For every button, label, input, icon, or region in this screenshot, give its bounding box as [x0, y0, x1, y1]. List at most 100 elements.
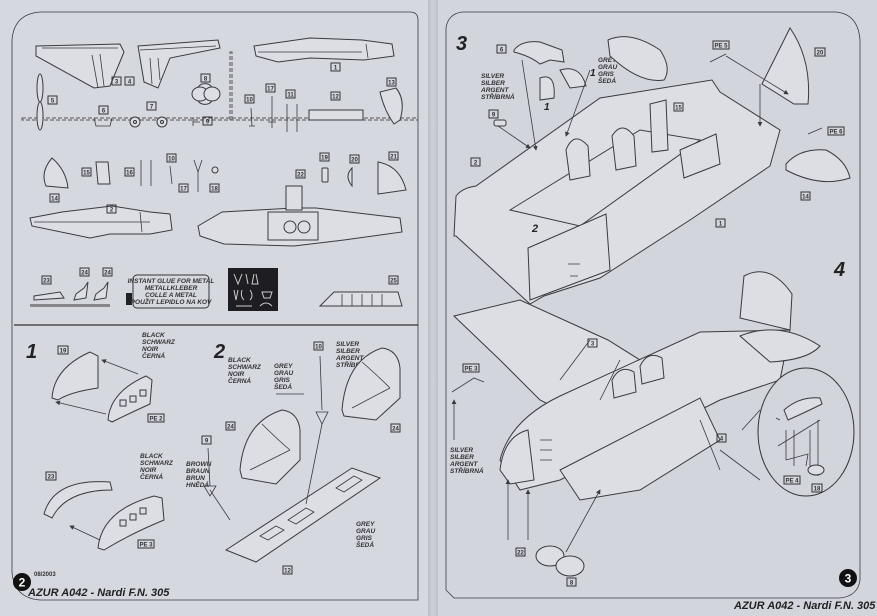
pe4-label: PE 4 [783, 475, 801, 485]
svg-text:24: 24 [104, 271, 111, 277]
part-tray [93, 117, 113, 127]
step2-control-stick [315, 355, 329, 425]
right-page-border [445, 11, 861, 599]
svg-text:SILBER: SILBER [450, 454, 474, 461]
part-fuselage-half-1 [253, 37, 395, 63]
step4-canopy-parts [535, 545, 585, 577]
svg-text:SILBER: SILBER [336, 348, 360, 355]
svg-text:25: 25 [390, 279, 397, 285]
part-label-20-step3: 20 [814, 47, 826, 57]
svg-text:10: 10 [315, 345, 322, 351]
svg-text:NOIR: NOIR [142, 346, 159, 353]
svg-text:GRIS: GRIS [598, 71, 615, 78]
svg-text:PE 3: PE 3 [464, 367, 478, 373]
page-number-badge-right [839, 569, 857, 587]
color-callout-grey-step2: GREY GRAU GRIS ŠEDÁ [274, 363, 293, 391]
part-label-9-step2: 9 [201, 435, 212, 445]
svg-text:9: 9 [492, 113, 496, 119]
part-label-8: 8 [200, 73, 211, 83]
pe2-label: PE 2 [147, 413, 165, 423]
part-label-17b: 17 [178, 183, 189, 193]
part-fork [268, 96, 276, 128]
part-label-24a: 24 [79, 267, 90, 277]
svg-text:4: 4 [720, 437, 724, 443]
footer-title-left: AZUR A042 - Nardi F.N. 305 [27, 587, 170, 599]
pe3-label: PE 3 [137, 539, 155, 549]
step3-exhaust-part [493, 119, 507, 127]
svg-text:GRIS: GRIS [356, 535, 373, 542]
step3-panel-b [559, 68, 587, 89]
svg-text:1: 1 [334, 66, 338, 72]
svg-text:2: 2 [19, 576, 26, 590]
svg-text:17: 17 [180, 187, 187, 193]
left-page-border [11, 11, 419, 601]
svg-text:3: 3 [115, 80, 119, 86]
part-label-9-step3: 9 [488, 109, 499, 119]
part-headrest [95, 161, 111, 185]
svg-text:22: 22 [297, 173, 304, 179]
step4-aircraft [452, 271, 821, 501]
part-label-6: 6 [98, 105, 109, 115]
step1-panel-lower [43, 481, 113, 519]
step3-sub-label-b: 1 [590, 68, 596, 79]
svg-text:24: 24 [81, 271, 88, 277]
step4-landing-gear-detail [757, 367, 855, 497]
part-label-13: 13 [386, 77, 397, 87]
part-label-18-step4: 18 [811, 483, 823, 493]
step4-pe3-part [451, 377, 485, 393]
part-panel-20 [347, 166, 353, 188]
svg-text:SCHWARZ: SCHWARZ [140, 460, 174, 467]
svg-text:1: 1 [719, 222, 723, 228]
svg-text:24: 24 [392, 427, 399, 433]
svg-text:BRAUN: BRAUN [186, 468, 210, 475]
part-label-8-step4: 8 [566, 577, 577, 587]
svg-text:2: 2 [110, 208, 114, 214]
part-frame-25 [318, 291, 403, 307]
svg-text:24: 24 [227, 425, 234, 431]
svg-text:SCHWARZ: SCHWARZ [228, 364, 262, 371]
part-label-6-step3: 6 [496, 44, 507, 54]
svg-text:12: 12 [284, 569, 291, 575]
part-label-24-step2b: 24 [390, 423, 401, 433]
step3-tailplane-left [607, 36, 668, 81]
svg-text:9: 9 [205, 439, 209, 445]
svg-text:BLACK: BLACK [142, 332, 166, 339]
photoetch-fret [228, 268, 278, 311]
part-label-9: 9 [202, 116, 213, 126]
part-floor [308, 109, 364, 121]
svg-text:19: 19 [60, 349, 67, 355]
part-label-25: 25 [388, 275, 399, 285]
part-fork-small [193, 159, 203, 192]
instruction-page-left [0, 0, 432, 616]
part-label-16: 16 [124, 167, 135, 177]
svg-text:ČERNÁ: ČERNÁ [142, 351, 165, 360]
pe6-label: PE 6 [827, 126, 845, 136]
color-callout-black-step1: BLACK SCHWARZ NOIR ČERNÁ [142, 332, 176, 360]
step3-canopy-frame [513, 41, 565, 65]
part-label-4: 4 [124, 76, 135, 86]
svg-text:STŘÍBRNÁ: STŘÍBRNÁ [336, 360, 370, 369]
part-wing-left [35, 43, 125, 89]
svg-text:15: 15 [675, 106, 682, 112]
page-number-badge-left [13, 573, 31, 591]
svg-text:23: 23 [48, 475, 55, 481]
part-label-24-step2a: 24 [225, 421, 236, 431]
svg-text:14: 14 [51, 197, 58, 203]
svg-text:9: 9 [206, 120, 210, 126]
part-wing-right [137, 39, 221, 89]
part-label-3-step4: 3 [587, 338, 598, 348]
part-rods [286, 104, 298, 132]
part-label-14-step3: 14 [800, 191, 811, 201]
svg-text:ARGENT: ARGENT [335, 355, 364, 362]
svg-text:16: 16 [126, 171, 133, 177]
part-label-10b: 10 [166, 153, 177, 163]
svg-text:BLACK: BLACK [228, 357, 252, 364]
svg-text:GRIS: GRIS [274, 377, 291, 384]
svg-text:3: 3 [845, 572, 852, 586]
part-label-23-step1: 23 [45, 471, 57, 481]
svg-text:GREY: GREY [598, 57, 617, 64]
svg-text:SCHWARZ: SCHWARZ [142, 339, 176, 346]
part-seat-24b [93, 281, 109, 301]
part-label-17: 17 [265, 83, 276, 93]
svg-text:8: 8 [570, 581, 574, 587]
